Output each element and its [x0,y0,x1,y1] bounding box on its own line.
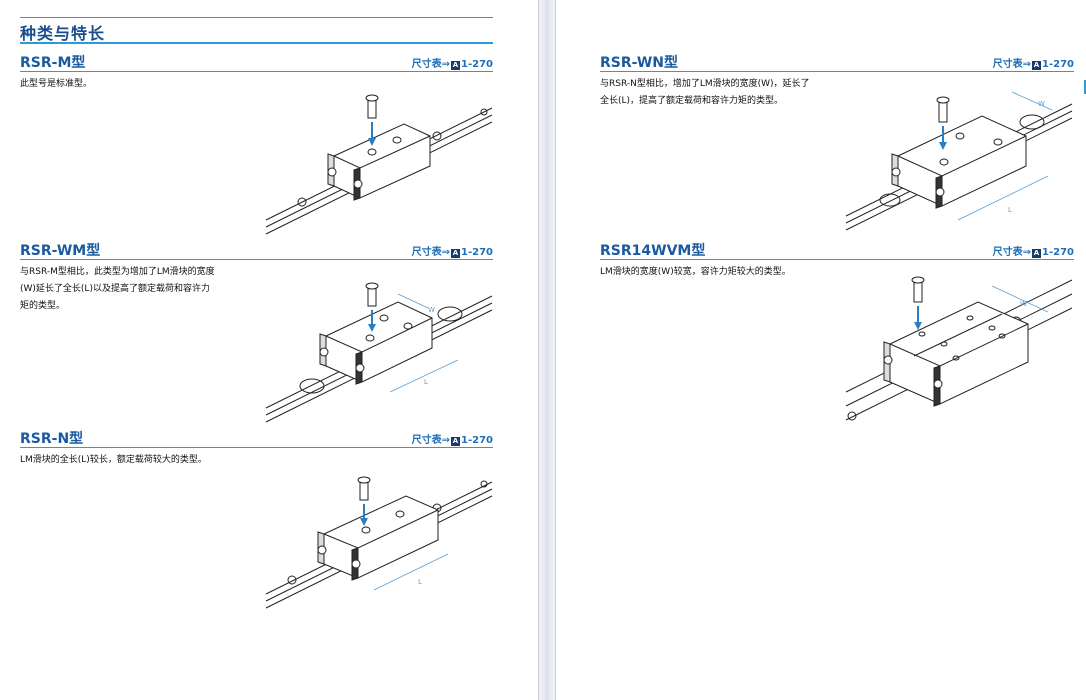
page-edge-marker [1084,80,1086,94]
section-title: RSR-M型 [20,55,86,71]
book-icon: A [1032,61,1042,70]
book-icon: A [451,249,461,258]
section-title: RSR-WN型 [600,55,678,71]
book-icon: A [451,61,461,70]
rsr14wvm-illustration: W [845,276,1073,421]
book-icon: A [451,437,461,446]
section-description: LM滑块的全长(L)较长，额定载荷较大的类型。 [20,455,207,465]
length-label: L [1008,206,1012,214]
page-gutter [538,0,556,700]
top-rule [20,17,493,18]
book-icon: A [1032,249,1042,258]
section-title: RSR-N型 [20,431,84,447]
rsr-n-illustration: L [265,476,493,609]
section-description: LM滑块的宽度(W)较宽，容许力矩较大的类型。 [600,267,791,277]
width-label: W [428,306,435,314]
width-label: W [1020,300,1027,308]
page-title: 种类与特长 [20,24,106,43]
section-description: 此型号是标准型。 [20,79,93,89]
section-description: 与RSR-N型相比，增加了LM滑块的宽度(W)，延长了 全长(L)，提高了额定载… [600,79,810,106]
length-label: L [424,378,428,386]
section-title: RSR-WM型 [20,243,101,259]
width-label: W [1038,100,1045,108]
section-title: RSR14WVM型 [600,243,706,259]
rsr-wn-illustration: W L [845,91,1073,231]
section-description: 与RSR-M型相比，此类型为增加了LM滑块的宽度 (W)延长了全长(L)以及提高… [20,267,215,311]
rsr-wm-illustration: W L [265,282,493,423]
length-label: L [418,578,422,586]
rsr-m-illustration [265,94,493,235]
title-underline [20,42,493,44]
